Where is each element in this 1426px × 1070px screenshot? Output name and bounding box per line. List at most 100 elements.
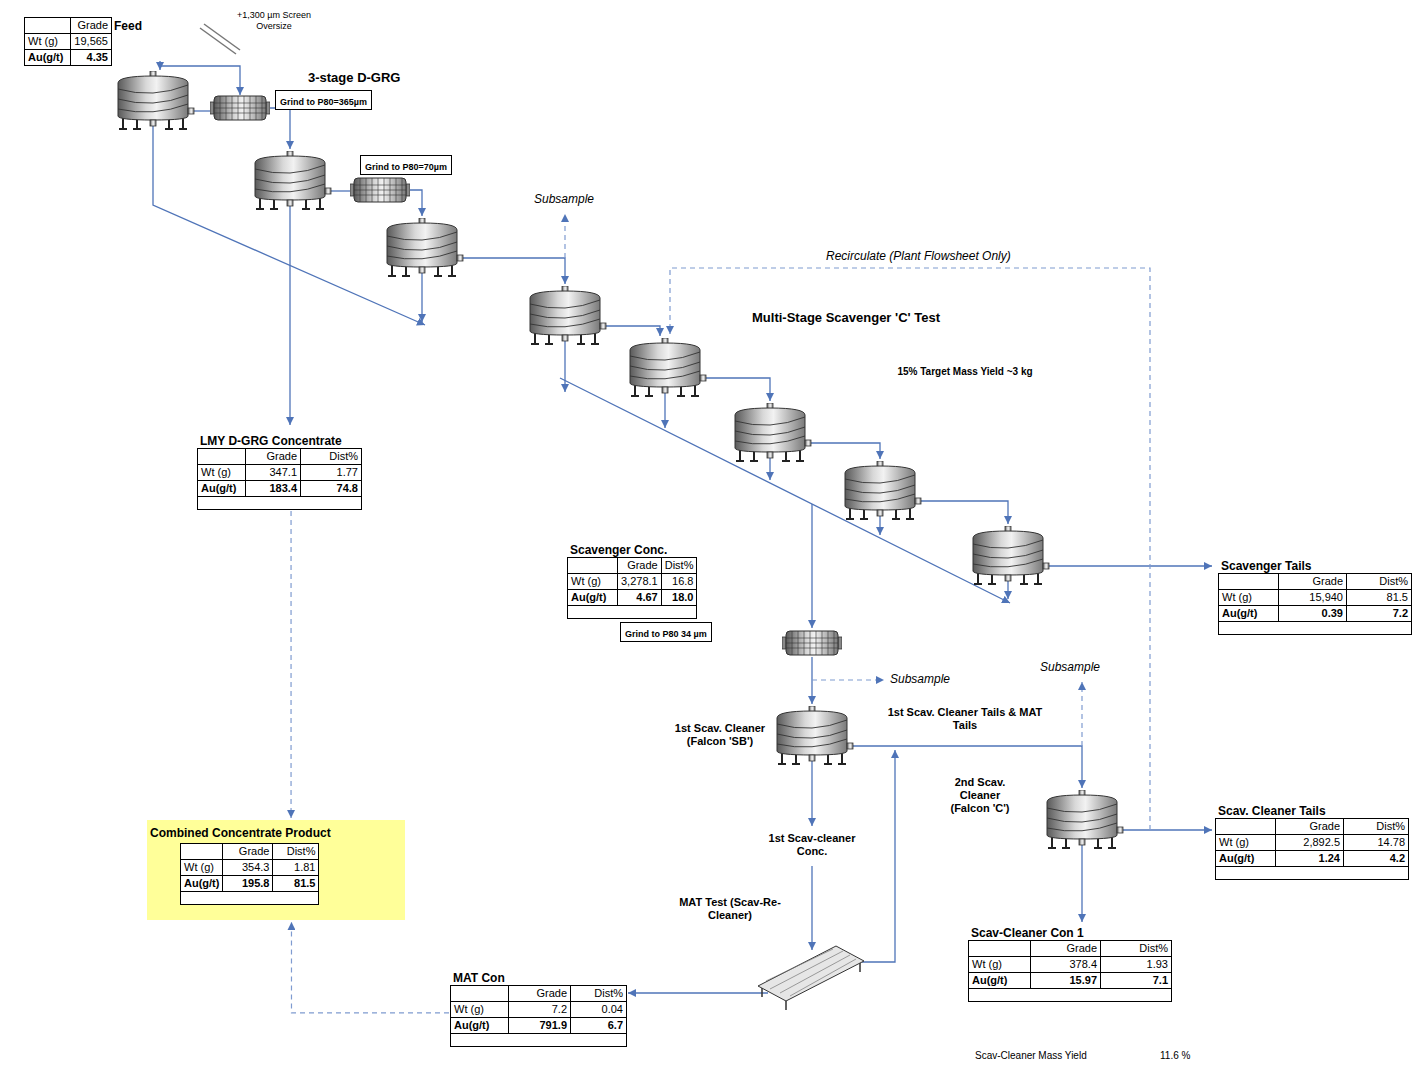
table-cell: Au(g/t) <box>25 50 71 65</box>
table-cell: Grade <box>1031 941 1101 957</box>
subsample-line <box>1081 682 1082 746</box>
screen-line <box>204 24 240 50</box>
table-grid: GradeDist%Wt (g)347.11.77Au(g/t)183.474.… <box>198 449 361 497</box>
table-cell: Dist% <box>273 844 318 860</box>
assay-table: GradeDist%Wt (g)354.31.81Au(g/t)195.881.… <box>180 843 319 905</box>
table-cell: Grade <box>1276 819 1344 835</box>
table-cell: Grade <box>509 986 571 1002</box>
table-title: Scav. Cleaner Tails <box>1218 804 1326 818</box>
assay-table: MAT ConGradeDist%Wt (g)7.20.04Au(g/t)791… <box>450 985 627 1047</box>
table-cell: Au(g/t) <box>969 973 1031 989</box>
flow-line <box>1081 845 1082 922</box>
table-cell: 18.0 <box>662 590 697 606</box>
flowsheet-label: 1st Scav. Cleaner Tails & MAT Tails <box>885 706 1045 732</box>
flow-line <box>331 190 350 191</box>
table-cell: Grade <box>71 18 111 34</box>
assay-table: LMY D-GRG ConcentrateGradeDist%Wt (g)347… <box>197 448 362 510</box>
table-cell: Dist% <box>1344 819 1408 835</box>
flow-line <box>560 378 1010 603</box>
assay-table: Scav-Cleaner Con 1GradeDist%Wt (g)378.41… <box>968 940 1172 1002</box>
stream-note: Subsample <box>1040 660 1100 674</box>
flow-line <box>811 443 880 459</box>
concentrator <box>973 526 1049 584</box>
grind-note: Grind to P80=70µm <box>365 162 447 172</box>
table-cell: Au(g/t) <box>451 1018 509 1034</box>
flow-line <box>1049 565 1212 566</box>
empty-cell <box>969 941 1031 957</box>
table-cell: Dist% <box>571 986 626 1002</box>
table-cell: Au(g/t) <box>568 590 618 606</box>
table-cell: Wt (g) <box>969 957 1031 973</box>
flow-line <box>1007 581 1008 599</box>
concentrator <box>735 403 811 461</box>
flowsheet-label: 1st Scav. Cleaner (Falcon 'SB') <box>668 722 772 748</box>
table-title: Feed <box>114 19 142 33</box>
table-title: Scavenger Tails <box>1221 559 1312 573</box>
concentrate-transfer-line <box>290 511 291 818</box>
table-cell: 1.81 <box>273 860 318 876</box>
table-cell: 7.1 <box>1101 973 1171 989</box>
assay-table: Scavenger Conc.GradeDist%Wt (g)3,278.116… <box>567 557 697 619</box>
table-cell: 7.2 <box>1347 606 1411 622</box>
flowsheet-label: 11.6 % <box>1160 1050 1190 1062</box>
concentrator <box>845 461 921 519</box>
flow-line <box>410 190 422 216</box>
flow-line <box>289 206 290 425</box>
flow-line <box>664 393 665 428</box>
flow-line <box>463 258 565 284</box>
empty-cell <box>568 558 618 574</box>
grind-note: Grind to P80=365µm <box>280 97 367 107</box>
flow-line <box>194 110 210 111</box>
mill <box>350 178 410 202</box>
flow-line <box>862 750 895 962</box>
subsample-line <box>812 679 884 680</box>
flow-line <box>628 992 768 993</box>
table-deck <box>758 946 864 1001</box>
table-cell: 6.7 <box>571 1018 626 1034</box>
empty-cell <box>181 844 223 860</box>
table-cell: 4.67 <box>618 590 662 606</box>
flow-line <box>706 378 770 401</box>
table-cell: 378.4 <box>1031 957 1101 973</box>
empty-cell <box>1216 819 1276 835</box>
table-cell: 81.5 <box>273 876 318 892</box>
dashed-lines <box>565 214 1150 830</box>
table-cell: 4.2 <box>1344 851 1408 867</box>
table-cell: 16.8 <box>662 574 697 590</box>
flow-line <box>811 761 812 826</box>
table-title: LMY D-GRG Concentrate <box>200 434 342 448</box>
empty-cell <box>1219 574 1279 590</box>
table-title: Scavenger Conc. <box>570 543 667 557</box>
table-cell: 15,940 <box>1279 590 1347 606</box>
table-cell: Dist% <box>301 449 361 465</box>
table-cell: 81.5 <box>1347 590 1411 606</box>
table-cell: 791.9 <box>509 1018 571 1034</box>
stream-note: Subsample <box>534 192 594 206</box>
flow-line <box>1123 829 1212 830</box>
table-cell: Grade <box>618 558 662 574</box>
table-cell: Grade <box>1279 574 1347 590</box>
table-cell: Grade <box>246 449 301 465</box>
table-cell: 0.04 <box>571 1002 626 1018</box>
table-cell: 0.39 <box>1279 606 1347 622</box>
table-cell: 14.78 <box>1344 835 1408 851</box>
empty-cell <box>25 18 71 34</box>
recirculate-line <box>670 268 1150 830</box>
grind-note-box: Grind to P80=70µm <box>360 155 452 175</box>
table-cell: Wt (g) <box>451 1002 509 1018</box>
flow-line <box>153 126 425 325</box>
mills <box>210 96 842 655</box>
flowsheet-label: MAT Test (Scav-Re-Cleaner) <box>668 896 792 922</box>
concentrator <box>1047 790 1123 848</box>
stream-note: Recirculate (Plant Flowsheet Only) <box>826 249 1011 263</box>
flow-line <box>606 326 660 336</box>
concentrate-transfer-line <box>291 922 449 1013</box>
table-cell: 1.93 <box>1101 957 1171 973</box>
table-cell: Dist% <box>1101 941 1171 957</box>
flow-line <box>879 516 880 535</box>
mill <box>782 631 842 655</box>
table-cell: Grade <box>223 844 273 860</box>
table-cell: Wt (g) <box>25 34 71 50</box>
mill <box>210 96 270 120</box>
